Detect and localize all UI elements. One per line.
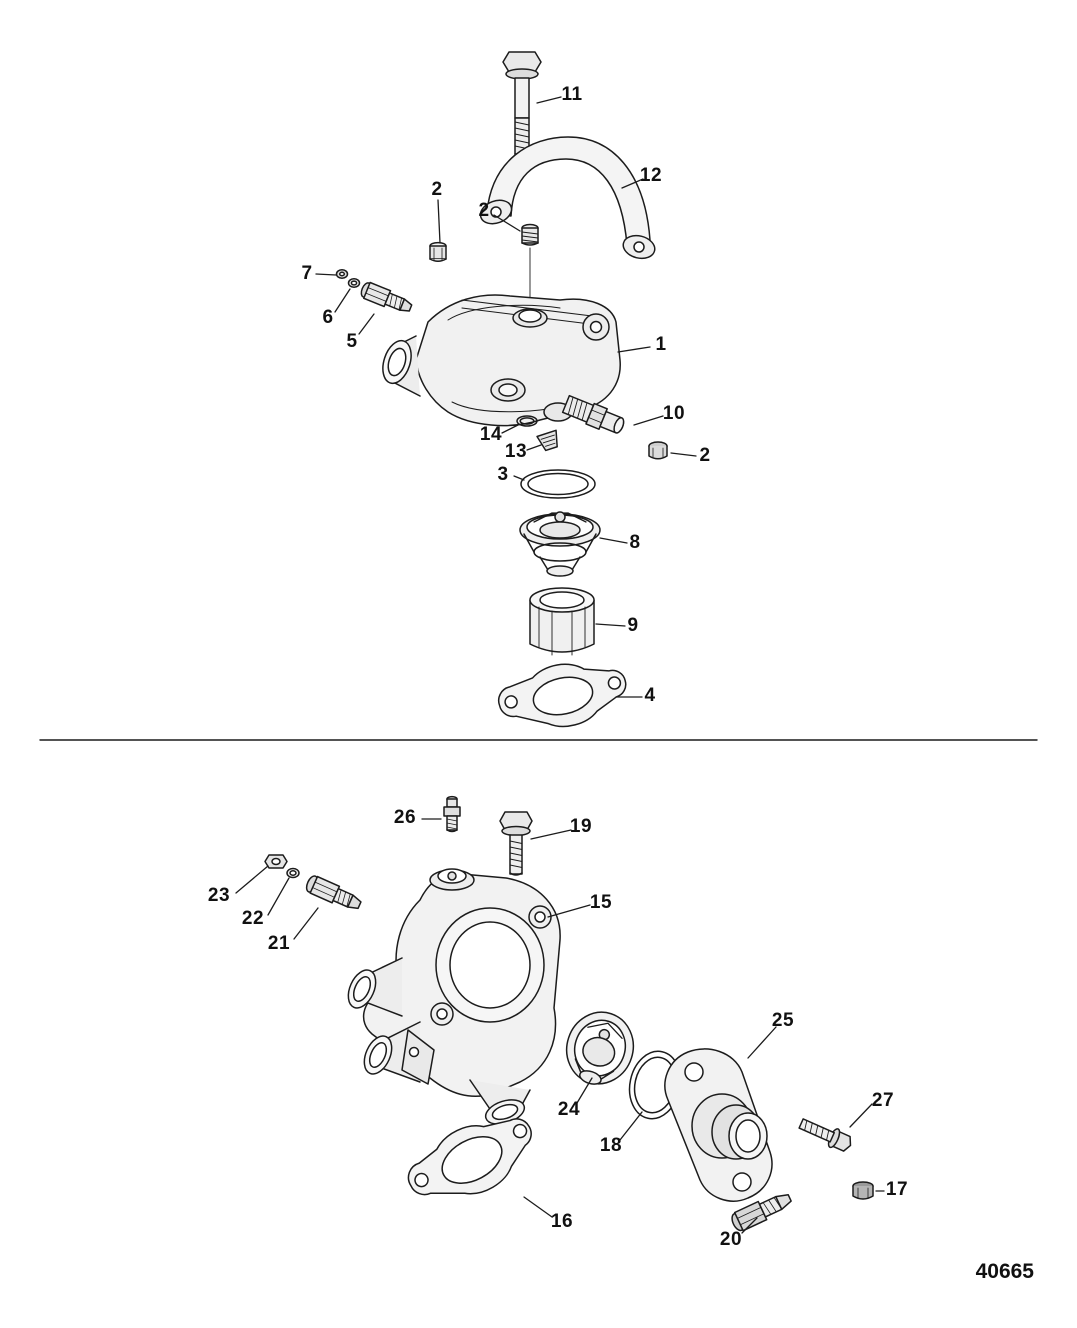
callout-16: 16 [550, 1211, 574, 1232]
part-thermostat-24 [565, 1011, 635, 1085]
callout-4: 4 [644, 685, 656, 706]
part-sensor-20 [731, 1193, 792, 1232]
part-washer-22 [286, 867, 300, 879]
part-housing-1 [382, 294, 621, 427]
part-gasket-16 [407, 1118, 532, 1196]
callout-10: 10 [662, 403, 686, 424]
callout-6: 6 [322, 307, 334, 328]
part-gasket-4 [497, 663, 627, 728]
callout-23: 23 [207, 885, 231, 906]
callout-18: 18 [599, 1135, 623, 1156]
part-sensor-21 [305, 875, 362, 910]
part-washer-6 [347, 278, 361, 288]
callout-21: 21 [267, 933, 291, 954]
bottom-exploded-view [264, 795, 874, 1232]
leader-lines [235, 96, 885, 1234]
callout-25: 25 [771, 1010, 795, 1031]
part-thermostat-8 [519, 511, 601, 577]
callout-20: 20 [719, 1229, 743, 1250]
part-bolt-27 [798, 1118, 852, 1152]
callout-1: 1 [655, 334, 667, 355]
part-plug-2a [429, 241, 447, 262]
part-sensor-5 [360, 281, 413, 312]
part-cover-25 [664, 1048, 773, 1202]
part-fitting-10 [561, 394, 625, 434]
callout-2a: 2 [431, 179, 443, 200]
callout-2b: 2 [478, 200, 490, 221]
callout-24: 24 [557, 1099, 581, 1120]
callout-3: 3 [497, 464, 509, 485]
callout-27: 27 [871, 1090, 895, 1111]
top-exploded-view [335, 51, 668, 728]
callout-13: 13 [504, 441, 528, 462]
part-bolt-19 [499, 811, 533, 876]
callout-12: 12 [639, 165, 663, 186]
drawing-number: 40665 [975, 1260, 1034, 1283]
callout-11: 11 [561, 84, 583, 105]
part-oring-3 [520, 469, 596, 499]
part-plug-17 [852, 1181, 874, 1200]
callout-26: 26 [393, 807, 417, 828]
callout-9: 9 [627, 615, 639, 636]
part-plug-2b [521, 223, 539, 301]
callout-15: 15 [589, 892, 613, 913]
callout-19: 19 [569, 816, 593, 837]
part-insert-13 [536, 429, 558, 452]
part-fitting-26 [443, 795, 461, 833]
callout-14: 14 [479, 424, 503, 445]
part-cup-9 [529, 587, 595, 656]
callout-7: 7 [301, 263, 313, 284]
part-strap-12 [479, 136, 656, 260]
callout-22: 22 [241, 908, 265, 929]
callout-2c: 2 [699, 445, 711, 466]
part-nut-7 [335, 269, 349, 279]
part-plug-2c [648, 441, 668, 460]
part-housing-15 [347, 868, 561, 1125]
part-nut-23 [264, 854, 288, 869]
callout-8: 8 [629, 532, 641, 553]
callout-5: 5 [346, 331, 358, 352]
callout-17: 17 [885, 1179, 909, 1200]
part-oring-14 [516, 415, 538, 427]
